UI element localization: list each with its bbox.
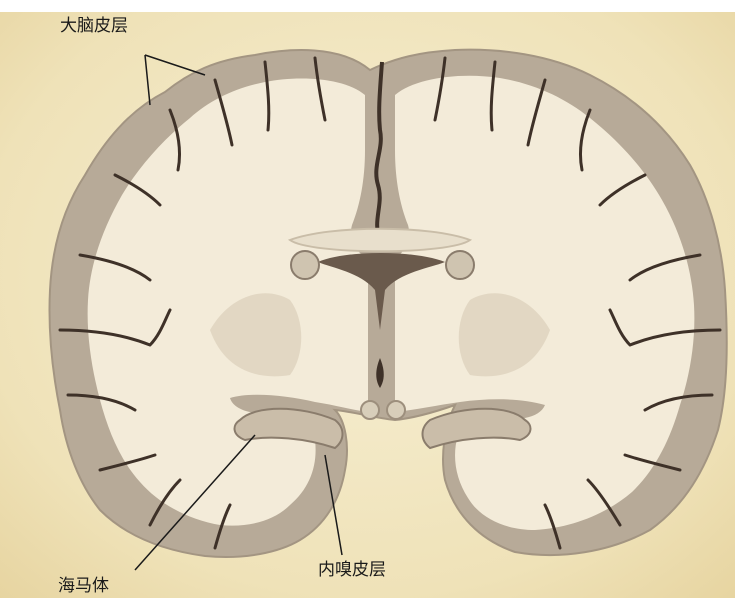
label-cerebral-cortex: 大脑皮层 — [60, 18, 128, 35]
label-hippocampus: 海马体 — [58, 578, 109, 595]
corpus-callosum — [290, 229, 470, 252]
label-entorhinal-cortex: 内嗅皮层 — [318, 562, 386, 579]
